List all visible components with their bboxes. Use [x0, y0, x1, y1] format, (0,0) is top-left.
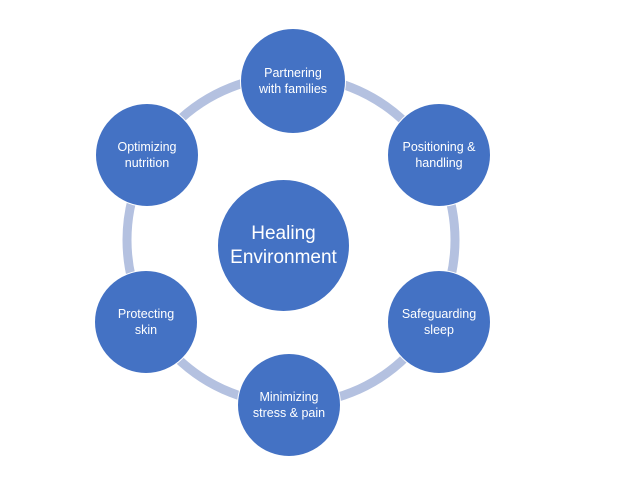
- node-optimizing-nutrition: Optimizing nutrition: [95, 103, 199, 207]
- node-protecting-skin: Protecting skin: [94, 270, 198, 374]
- node-minimizing-stress-pain: Minimizing stress & pain: [237, 353, 341, 457]
- node-safeguarding-sleep: Safeguarding sleep: [387, 270, 491, 374]
- node-label: Positioning & handling: [402, 140, 476, 170]
- node-label: Minimizing stress & pain: [252, 390, 326, 420]
- node-label: Partnering with families: [258, 66, 328, 96]
- node-label: Safeguarding sleep: [401, 307, 477, 337]
- node-partnering-with-families: Partnering with families: [240, 28, 346, 134]
- node-positioning-handling: Positioning & handling: [387, 103, 491, 207]
- center-label: Healing Environment: [230, 222, 337, 268]
- node-label: Optimizing nutrition: [117, 140, 177, 170]
- node-label: Protecting skin: [117, 307, 175, 337]
- center-node: Healing Environment: [217, 179, 350, 312]
